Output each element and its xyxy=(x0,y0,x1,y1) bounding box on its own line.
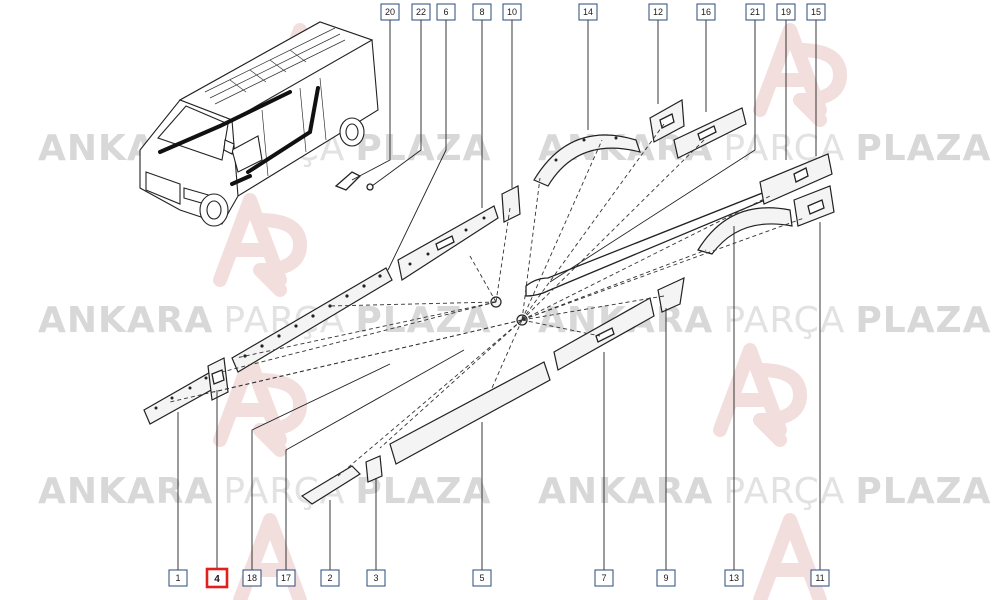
svg-text:1: 1 xyxy=(175,573,180,583)
svg-text:16: 16 xyxy=(701,7,711,17)
callouts-top: 20 22 6 8 10 14 12 16 21 19 15 xyxy=(380,3,826,21)
callout-11[interactable]: 11 xyxy=(810,569,830,587)
part-10-piece xyxy=(501,185,521,223)
svg-text:8: 8 xyxy=(479,7,484,17)
callout-10[interactable]: 10 xyxy=(502,3,522,21)
part-6-strip xyxy=(231,267,393,373)
part-9-plate xyxy=(657,276,685,313)
callout-5[interactable]: 5 xyxy=(472,569,492,587)
callout-18[interactable]: 18 xyxy=(242,569,262,587)
callout-17[interactable]: 17 xyxy=(276,569,296,587)
part-7-strip xyxy=(553,297,655,371)
svg-text:20: 20 xyxy=(385,7,395,17)
svg-text:5: 5 xyxy=(479,573,484,583)
svg-text:4: 4 xyxy=(214,574,220,585)
wm-plaza: PLAZA xyxy=(355,300,491,341)
callout-21[interactable]: 21 xyxy=(745,3,765,21)
part-19-plate xyxy=(759,153,833,205)
callout-13[interactable]: 13 xyxy=(724,569,744,587)
svg-text:7: 7 xyxy=(601,573,606,583)
parts xyxy=(143,99,835,505)
svg-text:9: 9 xyxy=(663,573,668,583)
part-5-strip xyxy=(389,361,551,465)
leader-lines xyxy=(177,20,821,570)
wm-ankara: ANKARA xyxy=(38,300,213,341)
wm-parca: PARÇA xyxy=(723,471,845,512)
part-13-arch xyxy=(697,207,793,255)
callouts-bottom: 1 4 18 17 2 3 5 7 9 13 11 xyxy=(168,567,830,589)
callout-2[interactable]: 2 xyxy=(320,569,340,587)
wm-plaza: PLAZA xyxy=(855,300,991,341)
callout-7[interactable]: 7 xyxy=(594,569,614,587)
part-22-clip xyxy=(334,171,374,191)
svg-text:15: 15 xyxy=(811,7,821,17)
callout-8[interactable]: 8 xyxy=(472,3,492,21)
svg-text:2: 2 xyxy=(327,573,332,583)
svg-text:19: 19 xyxy=(781,7,791,17)
svg-text:3: 3 xyxy=(373,573,378,583)
part-3-piece xyxy=(365,455,383,483)
callout-14[interactable]: 14 xyxy=(578,3,598,21)
wm-ankara: ANKARA xyxy=(38,471,213,512)
svg-text:13: 13 xyxy=(729,573,739,583)
callout-4[interactable]: 4 xyxy=(205,567,229,589)
part-15-corner xyxy=(793,185,835,227)
callout-19[interactable]: 19 xyxy=(776,3,796,21)
part-21-strip xyxy=(525,185,785,297)
svg-text:11: 11 xyxy=(815,573,824,583)
wm-parca: PARÇA xyxy=(723,300,845,341)
callout-9[interactable]: 9 xyxy=(656,569,676,587)
wm-ankara: ANKARA xyxy=(538,471,713,512)
svg-text:17: 17 xyxy=(281,573,291,583)
svg-text:18: 18 xyxy=(247,573,257,583)
wm-plaza: PLAZA xyxy=(355,128,491,169)
callout-15[interactable]: 15 xyxy=(806,3,826,21)
part-14-arch xyxy=(533,134,641,187)
svg-text:10: 10 xyxy=(507,7,517,17)
callout-3[interactable]: 3 xyxy=(366,569,386,587)
part-16-plate xyxy=(673,107,747,159)
wm-plaza: PLAZA xyxy=(855,471,991,512)
svg-text:6: 6 xyxy=(443,7,448,17)
svg-text:21: 21 xyxy=(750,7,760,17)
callout-1[interactable]: 1 xyxy=(168,569,188,587)
callout-16[interactable]: 16 xyxy=(696,3,716,21)
wm-plaza: PLAZA xyxy=(855,128,991,169)
svg-text:22: 22 xyxy=(416,7,426,17)
part-4-piece xyxy=(207,357,229,401)
svg-text:12: 12 xyxy=(653,7,663,17)
callout-6[interactable]: 6 xyxy=(436,3,456,21)
callout-22[interactable]: 22 xyxy=(411,3,431,21)
part-2-bumper xyxy=(300,465,361,505)
callout-12[interactable]: 12 xyxy=(648,3,668,21)
svg-text:14: 14 xyxy=(583,7,593,17)
van-illustration xyxy=(139,21,379,227)
part-8-trim xyxy=(397,205,499,281)
dashed-lines xyxy=(169,123,805,477)
callout-20[interactable]: 20 xyxy=(380,3,400,21)
